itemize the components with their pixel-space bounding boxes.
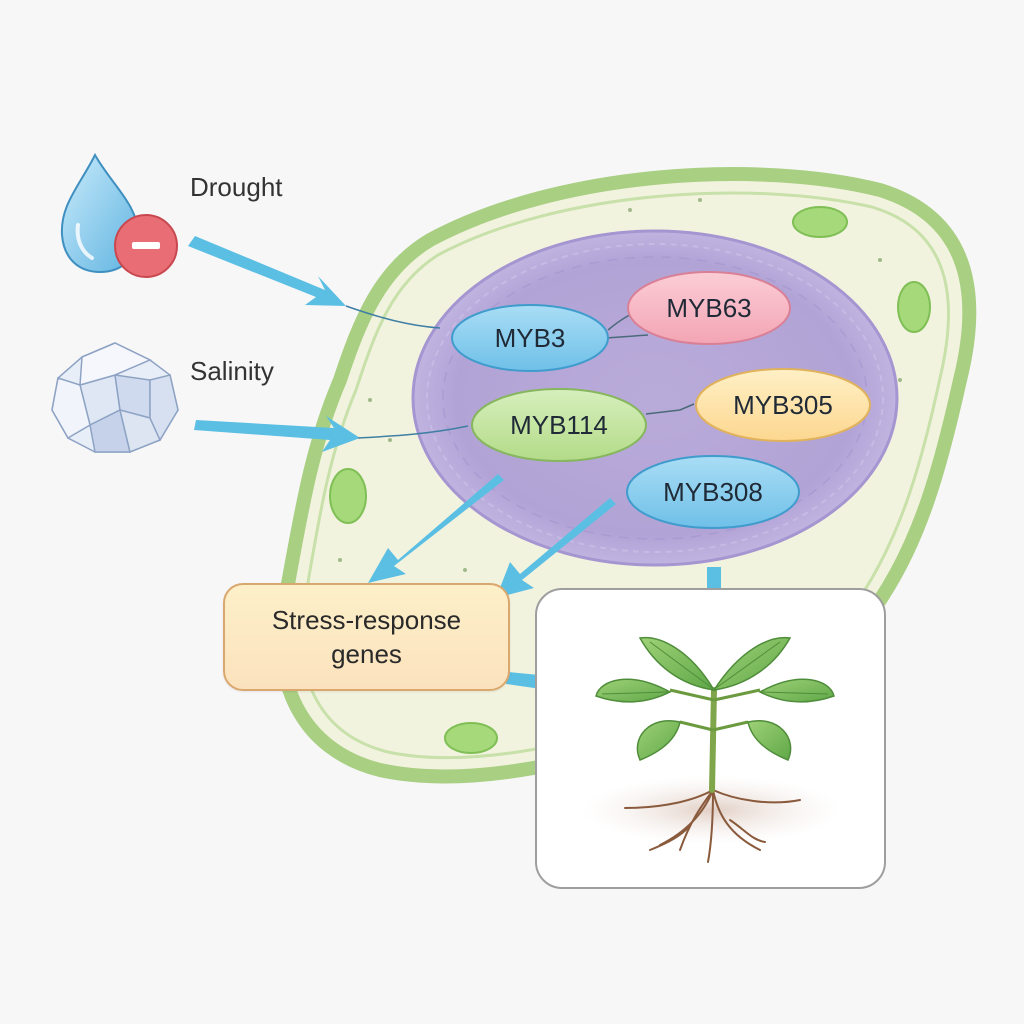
chloroplast	[329, 468, 367, 524]
genes-label-line2: genes	[331, 639, 402, 669]
genes-label-line1: Stress-response	[271, 605, 462, 635]
myb114-to-genes-arrow	[368, 474, 504, 583]
myb308-label: MYB308	[663, 477, 763, 507]
stress-response-genes-box: Stress-response genes	[223, 583, 510, 691]
plant-panel	[535, 588, 886, 889]
salinity-arrow	[194, 416, 469, 452]
drought-label: Drought	[190, 172, 283, 202]
myb3-label: MYB3	[495, 323, 566, 353]
salt-crystal-icon	[51, 342, 179, 454]
chloroplast	[897, 281, 931, 333]
chloroplast	[444, 722, 498, 754]
myb114-label: MYB114	[510, 410, 608, 440]
myb63-label: MYB63	[666, 293, 751, 323]
myb305-label: MYB305	[733, 390, 833, 420]
plant-seedling-icon	[582, 636, 842, 863]
myb114-node: MYB114	[471, 388, 647, 462]
water-drop-minus-icon	[60, 152, 178, 278]
salinity-label: Salinity	[190, 356, 274, 386]
myb308-node: MYB308	[626, 455, 800, 529]
myb3-node: MYB3	[451, 304, 609, 372]
nucleus-inner-ring	[426, 243, 884, 553]
myb308-to-genes-arrow	[496, 498, 616, 598]
chloroplast	[792, 206, 848, 238]
myb305-node: MYB305	[695, 368, 871, 442]
drought-arrow	[188, 236, 441, 329]
myb63-node: MYB63	[627, 271, 791, 345]
